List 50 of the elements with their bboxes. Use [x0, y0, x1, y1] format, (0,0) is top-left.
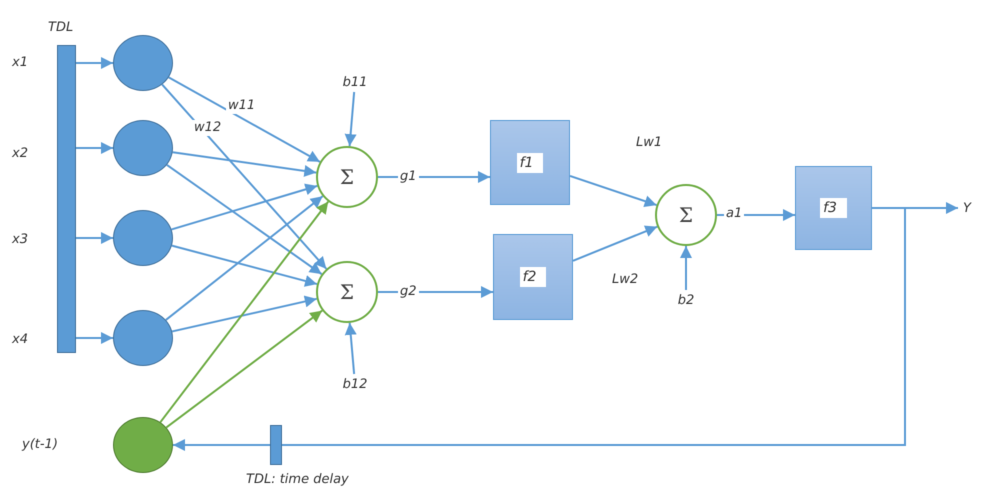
arrow: [172, 151, 316, 177]
signal-label: b2: [678, 292, 694, 308]
arrow: [160, 201, 330, 423]
arrow: [680, 246, 692, 290]
arrow: [76, 332, 113, 344]
arrow: [344, 92, 357, 146]
input-label: x4: [12, 332, 28, 348]
arrow: [168, 76, 320, 163]
sigma-symbol: Σ: [340, 280, 354, 304]
arrow: [166, 164, 322, 275]
arrow: [378, 171, 490, 183]
summation-node: [316, 261, 378, 323]
delay-line-bar: [57, 45, 76, 353]
arrow: [166, 310, 323, 428]
input-label: y(t-1): [22, 437, 58, 453]
arrow: [570, 175, 657, 207]
arrow: [717, 209, 795, 221]
arrow: [378, 286, 493, 298]
edge-label: g2: [398, 284, 419, 300]
delay-line-bar: [270, 425, 282, 465]
transfer-function-box: [493, 234, 573, 320]
input-label: x2: [12, 146, 28, 162]
signal-label: b12: [342, 376, 368, 392]
arrow: [76, 57, 113, 69]
signal-label: Y: [963, 200, 971, 216]
arrow: [165, 195, 324, 321]
arrow: [572, 226, 658, 262]
arrow: [173, 439, 270, 451]
feedback-connector: [282, 207, 906, 446]
edge-label: g1: [398, 169, 419, 185]
arrow: [171, 184, 318, 230]
sigma-symbol: Σ: [678, 203, 694, 227]
arrow: [76, 232, 113, 244]
edge-label: w12: [192, 120, 224, 136]
input-label: x3: [12, 232, 28, 248]
input-label: x1: [12, 55, 28, 71]
node-caption: TDL: time delay: [246, 472, 349, 488]
arrow: [76, 142, 113, 154]
arrow: [172, 244, 318, 287]
function-label: f3: [820, 198, 847, 218]
function-label: f1: [516, 152, 544, 172]
arrow: [172, 296, 317, 332]
signal-label: b11: [342, 74, 368, 90]
transfer-function-box: [795, 166, 872, 250]
arrow: [161, 84, 328, 270]
sigma-symbol: Σ: [340, 165, 354, 189]
transfer-function-box: [490, 120, 570, 205]
node-caption: TDL: [48, 20, 74, 36]
function-label: f2: [520, 267, 546, 287]
arrow: [344, 322, 357, 374]
